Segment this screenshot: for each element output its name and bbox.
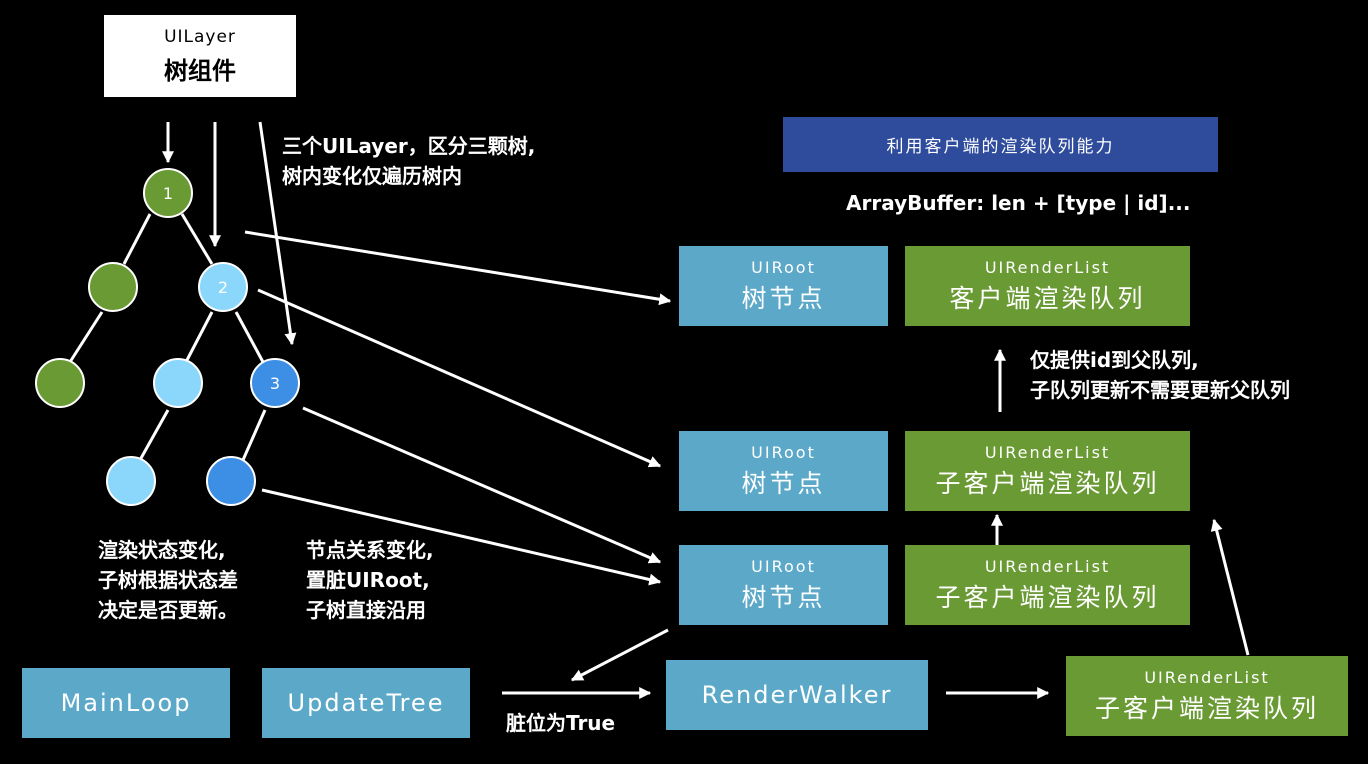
renderlist-subtitle: 子客户端渲染队列 bbox=[935, 468, 1160, 498]
tree-node-1: 1 bbox=[143, 168, 193, 218]
arrow-to-uiroot-1 bbox=[244, 230, 672, 306]
uiroot-box-3: UIRoot 树节点 bbox=[679, 545, 888, 625]
tree-node bbox=[35, 358, 85, 408]
mainloop-box: MainLoop bbox=[22, 668, 230, 738]
uiroot-title: UIRoot bbox=[751, 257, 816, 277]
tree-edge bbox=[180, 213, 214, 265]
tree-node bbox=[88, 262, 138, 312]
arrow-renderlist-up-3 bbox=[1210, 518, 1250, 656]
tree-node-2: 2 bbox=[198, 262, 248, 312]
renderwalker-box: RenderWalker bbox=[666, 660, 928, 730]
tree-edge bbox=[234, 311, 265, 363]
left-note-line: 渲染状态变化, bbox=[98, 538, 226, 562]
parent-note-line: 子队列更新不需要更新父队列 bbox=[1030, 378, 1290, 402]
tree-node-3: 3 bbox=[250, 358, 300, 408]
tree-note-line: 三个UILayer，区分三颗树, bbox=[282, 134, 536, 158]
banner: 利用客户端的渲染队列能力 bbox=[783, 117, 1218, 172]
renderlist-title: UIRenderList bbox=[984, 257, 1111, 277]
parent-queue-note: 仅提供id到父队列, 子队列更新不需要更新父队列 bbox=[1030, 345, 1290, 405]
middle-note-line: 置脏UIRoot, bbox=[306, 568, 430, 592]
tree-edge bbox=[184, 311, 214, 363]
tree-edge bbox=[68, 311, 104, 363]
uilayer-title: UILayer bbox=[164, 26, 236, 47]
uiroot-title: UIRoot bbox=[751, 556, 816, 576]
tree-edge bbox=[122, 213, 152, 265]
renderlist-box-child-1: UIRenderList 子客户端渲染队列 bbox=[905, 431, 1190, 511]
arrow-to-uiroot-2 bbox=[257, 288, 662, 468]
tree-node bbox=[206, 456, 256, 506]
renderlist-box-child-2: UIRenderList 子客户端渲染队列 bbox=[905, 545, 1190, 625]
renderlist-subtitle: 客户端渲染队列 bbox=[949, 283, 1146, 313]
arrow-uiroot-to-updatetree bbox=[570, 628, 669, 682]
renderlist-box-child-3: UIRenderList 子客户端渲染队列 bbox=[1066, 656, 1348, 736]
tree-note-line: 树内变化仅遍历树内 bbox=[282, 164, 462, 188]
uilayer-subtitle: 树组件 bbox=[164, 56, 236, 85]
render-state-note: 渲染状态变化, 子树根据状态差 决定是否更新。 bbox=[98, 535, 238, 625]
renderlist-box-top: UIRenderList 客户端渲染队列 bbox=[905, 246, 1190, 326]
uiroot-title: UIRoot bbox=[751, 442, 816, 462]
left-note-line: 子树根据状态差 bbox=[98, 568, 238, 592]
uiroot-subtitle: 树节点 bbox=[741, 283, 826, 313]
tree-edge bbox=[138, 409, 170, 461]
middle-note-line: 子树直接沿用 bbox=[306, 598, 426, 622]
arrow-to-uiroot-3a bbox=[302, 406, 662, 564]
left-note-line: 决定是否更新。 bbox=[98, 598, 238, 622]
uiroot-box-2: UIRoot 树节点 bbox=[679, 431, 888, 511]
dirty-flag-label: 脏位为True bbox=[506, 711, 616, 735]
renderlist-subtitle: 子客户端渲染队列 bbox=[1094, 693, 1319, 723]
renderlist-title: UIRenderList bbox=[984, 442, 1111, 462]
updatetree-box: UpdateTree bbox=[262, 668, 470, 738]
renderlist-title: UIRenderList bbox=[1144, 667, 1270, 687]
middle-note-line: 节点关系变化, bbox=[306, 538, 434, 562]
arrow-to-uiroot-3b bbox=[261, 488, 662, 586]
uiroot-subtitle: 树节点 bbox=[741, 468, 826, 498]
uiroot-subtitle: 树节点 bbox=[741, 582, 826, 612]
uiroot-box-1: UIRoot 树节点 bbox=[679, 246, 888, 326]
renderlist-subtitle: 子客户端渲染队列 bbox=[935, 582, 1160, 612]
tree-note: 三个UILayer，区分三颗树, 树内变化仅遍历树内 bbox=[282, 131, 535, 191]
parent-note-line: 仅提供id到父队列, bbox=[1030, 348, 1199, 372]
node-relation-note: 节点关系变化, 置脏UIRoot, 子树直接沿用 bbox=[306, 535, 434, 625]
tree-edge bbox=[241, 409, 267, 461]
tree-node bbox=[106, 456, 156, 506]
tree-node bbox=[153, 358, 203, 408]
renderlist-title: UIRenderList bbox=[984, 556, 1111, 576]
arrow-layer-3 bbox=[258, 121, 297, 346]
uilayer-box: UILayer 树组件 bbox=[104, 15, 296, 97]
arraybuffer-label: ArrayBuffer: len + [type | id]... bbox=[846, 191, 1191, 215]
